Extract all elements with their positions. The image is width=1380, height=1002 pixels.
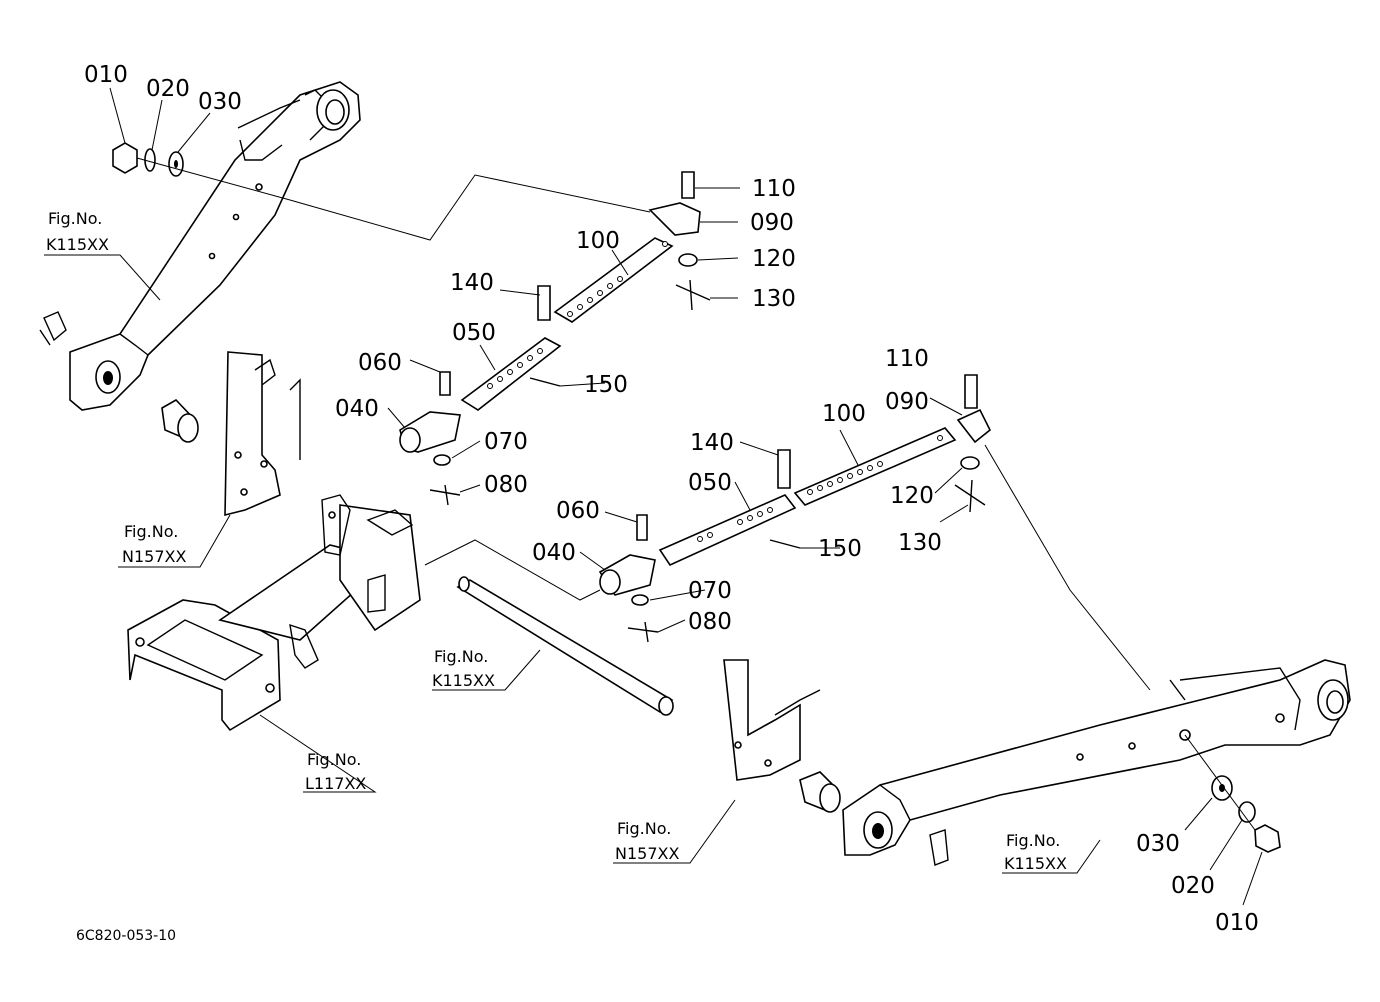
right-nut-washer-stack bbox=[1184, 734, 1281, 853]
upper-check-link-assembly bbox=[289, 171, 711, 506]
callout-lower-090: 090 bbox=[885, 389, 929, 415]
callout-right-010: 010 bbox=[1215, 910, 1259, 936]
callout-lower-110: 110 bbox=[885, 346, 929, 372]
fig-ref-code: N157XX bbox=[615, 844, 679, 863]
fig-ref-label: Fig.No. bbox=[434, 647, 488, 666]
callout-upper-050: 050 bbox=[452, 320, 496, 346]
left-spacer-sleeve bbox=[161, 398, 199, 443]
callout-lower-140: 140 bbox=[690, 430, 734, 456]
fig-ref-code: K115XX bbox=[1004, 854, 1067, 873]
callout-lower-120: 120 bbox=[890, 483, 934, 509]
callout-upper-100: 100 bbox=[576, 228, 620, 254]
callout-left-010: 010 bbox=[84, 62, 128, 88]
fig-ref-code: L117XX bbox=[305, 774, 366, 793]
callout-lower-150: 150 bbox=[818, 536, 862, 562]
callout-right-020: 020 bbox=[1171, 873, 1215, 899]
callout-upper-080: 080 bbox=[484, 472, 528, 498]
lower-check-link-assembly bbox=[424, 374, 1151, 691]
callout-lower-130: 130 bbox=[898, 530, 942, 556]
callout-lower-050: 050 bbox=[688, 470, 732, 496]
left-lower-link-arm bbox=[39, 81, 361, 411]
fig-ref-label: Fig.No. bbox=[1006, 831, 1060, 850]
callout-upper-090: 090 bbox=[750, 210, 794, 236]
fig-ref-code: N157XX bbox=[122, 547, 186, 566]
callout-upper-060: 060 bbox=[358, 350, 402, 376]
callout-lower-060: 060 bbox=[556, 498, 600, 524]
callout-upper-040: 040 bbox=[335, 396, 379, 422]
callout-right-030: 030 bbox=[1136, 831, 1180, 857]
callout-upper-120: 120 bbox=[752, 246, 796, 272]
callout-upper-130: 130 bbox=[752, 286, 796, 312]
callout-lower-040: 040 bbox=[532, 540, 576, 566]
callout-upper-070: 070 bbox=[484, 429, 528, 455]
callout-upper-140: 140 bbox=[450, 270, 494, 296]
callout-left-020: 020 bbox=[146, 76, 190, 102]
callout-numbers: 010 020 030 110 090 100 120 140 130 050 … bbox=[84, 62, 1259, 936]
left-mounting-bracket bbox=[224, 351, 301, 517]
callout-upper-110: 110 bbox=[752, 176, 796, 202]
callout-upper-150: 150 bbox=[584, 372, 628, 398]
leader-lines bbox=[44, 87, 1263, 906]
figure-references: Fig.No. K115XX Fig.No. N157XX Fig.No. K1… bbox=[46, 209, 1067, 873]
lower-mounting-bracket bbox=[723, 659, 821, 781]
fig-ref-code: K115XX bbox=[46, 235, 109, 254]
fig-ref-label: Fig.No. bbox=[617, 819, 671, 838]
callout-lower-100: 100 bbox=[822, 401, 866, 427]
callout-lower-070: 070 bbox=[688, 578, 732, 604]
center-cross-pin bbox=[456, 576, 674, 716]
fig-ref-label: Fig.No. bbox=[124, 522, 178, 541]
lower-spacer-sleeve bbox=[799, 771, 841, 813]
left-nut-washer-stack bbox=[112, 142, 291, 201]
fig-ref-label: Fig.No. bbox=[307, 750, 361, 769]
drawbar-frame bbox=[127, 494, 421, 732]
fig-ref-code: K115XX bbox=[432, 671, 495, 690]
diagram-code: 6C820-053-10 bbox=[76, 928, 176, 944]
callout-left-030: 030 bbox=[198, 89, 242, 115]
callout-lower-080: 080 bbox=[688, 609, 732, 635]
fig-ref-label: Fig.No. bbox=[48, 209, 102, 228]
